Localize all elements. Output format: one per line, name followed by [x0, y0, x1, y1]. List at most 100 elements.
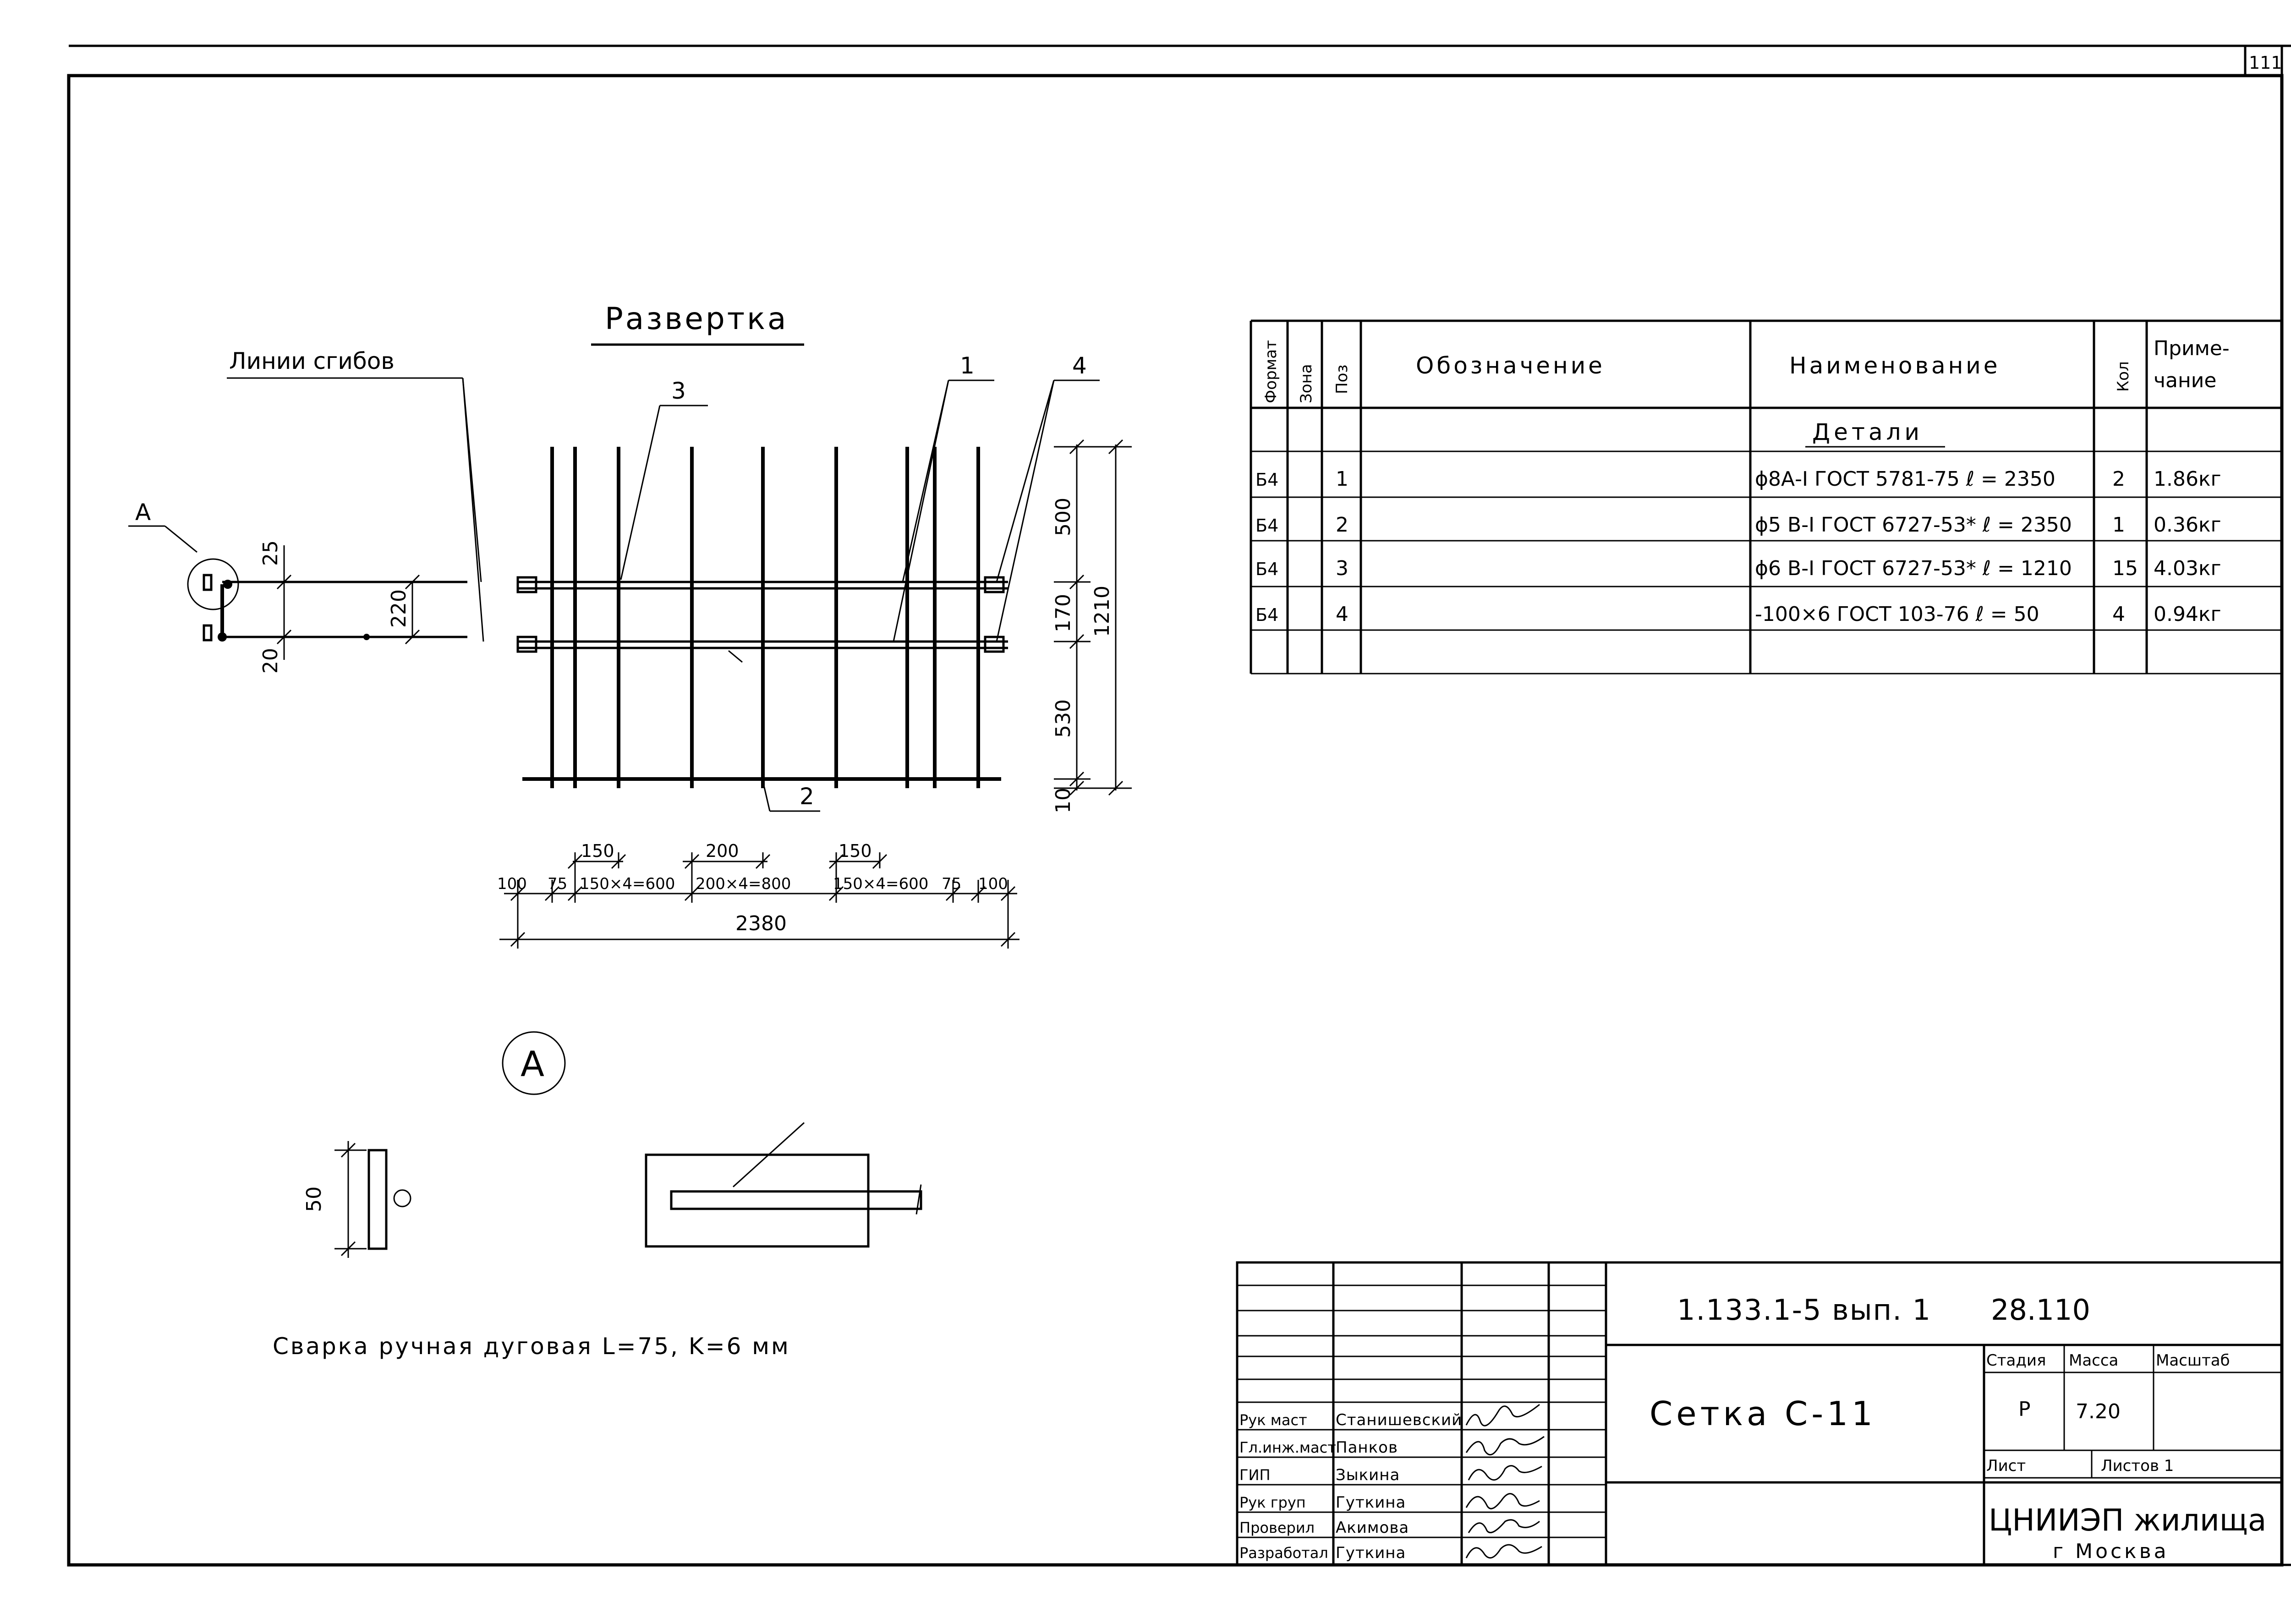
- dim-100-left: 100: [497, 875, 527, 893]
- dim-170: 170: [1052, 594, 1075, 632]
- fold-lines-label: Линии сгибов: [229, 348, 395, 374]
- dim-530: 530: [1052, 699, 1075, 738]
- dim-150x4-right: 150×4=600: [833, 875, 928, 893]
- signature: [1465, 1436, 1545, 1456]
- sheets-label: Листов 1: [2101, 1457, 2174, 1475]
- callout-1: 1: [960, 352, 975, 379]
- header-note-2: чание: [2154, 369, 2216, 392]
- dim-75-left: 75: [548, 875, 567, 893]
- callout-4: 4: [1072, 352, 1087, 379]
- mass-header: Масса: [2069, 1351, 2118, 1370]
- staff-role: ГИП: [1239, 1466, 1271, 1484]
- header-zone: Зона: [1297, 364, 1315, 403]
- header-designation: Обозначение: [1416, 352, 1605, 379]
- row-note: 1.86кг: [2154, 467, 2221, 491]
- dim-20: 20: [259, 648, 282, 674]
- row-name: ϕ5 В-I ГОСТ 6727-53* ℓ = 2350: [1755, 513, 2072, 537]
- row-note: 0.94кг: [2154, 603, 2221, 626]
- staff-name: Гуткина: [1336, 1544, 1406, 1562]
- row-pos: 4: [1336, 603, 1348, 626]
- staff-name: Гуткина: [1336, 1493, 1406, 1512]
- signature: [1468, 1519, 1540, 1533]
- organization: ЦНИИЭП жилища: [1989, 1503, 2266, 1538]
- object-name: Сетка С-11: [1650, 1394, 1876, 1433]
- spec-table: Формат Зона Поз Обозначение Наименование…: [1250, 319, 2282, 675]
- row-format: Б4: [1255, 559, 1278, 579]
- signature: [1465, 1404, 1540, 1426]
- dim-2380: 2380: [735, 912, 787, 935]
- row-format: Б4: [1255, 470, 1278, 490]
- drawing-title: Развертка: [605, 301, 789, 336]
- dim-150-b: 150: [839, 841, 872, 861]
- section-title: Детали: [1812, 419, 1923, 445]
- dim-220: 220: [387, 589, 411, 628]
- scale-header: Масштаб: [2156, 1351, 2230, 1370]
- row-name: -100×6 ГОСТ 103-76 ℓ = 50: [1755, 603, 2039, 626]
- header-name: Наименование: [1789, 352, 2001, 379]
- detail-dim-50: 50: [302, 1186, 326, 1212]
- plate: [984, 636, 1005, 653]
- row-qty: 1: [2112, 513, 2125, 537]
- title-block: 1.133.1-5 вып. 1 28.110 Сетка С-11 Стади…: [1236, 1261, 2283, 1566]
- row-qty: 15: [2112, 557, 2138, 580]
- row-note: 4.03кг: [2154, 557, 2221, 580]
- dim-150-a: 150: [581, 841, 614, 861]
- detail-a: А 50: [302, 1031, 922, 1258]
- plate: [984, 576, 1005, 593]
- staff-name: Панков: [1336, 1438, 1398, 1457]
- row-name: ϕ6 В-I ГОСТ 6727-53* ℓ = 1210: [1755, 557, 2072, 580]
- staff-name: Зыкина: [1336, 1466, 1400, 1484]
- callout-3: 3: [671, 378, 686, 404]
- header-qty: Кол: [2114, 361, 2132, 392]
- row-qty: 2: [2112, 467, 2125, 491]
- dim-100-right: 100: [978, 875, 1008, 893]
- staff-role: Проверил: [1239, 1519, 1315, 1536]
- vertical-dimensions: 500 170 530 10 1210: [1052, 439, 1132, 813]
- plate: [516, 636, 537, 653]
- staff-name: Акимова: [1336, 1519, 1409, 1537]
- page-code: 28.110: [1991, 1293, 2090, 1327]
- mass-value: 7.20: [2076, 1400, 2121, 1423]
- staff-role: Рук маст: [1239, 1411, 1307, 1429]
- dim-200x4: 200×4=800: [696, 875, 791, 893]
- signature: [1465, 1544, 1542, 1559]
- signature: [1468, 1465, 1542, 1481]
- section-view: А 25 220 20: [128, 499, 467, 674]
- dim-200: 200: [706, 841, 739, 861]
- row-pos: 2: [1336, 513, 1348, 537]
- staff-role: Рук груп: [1239, 1494, 1306, 1511]
- detail-marker: А: [135, 499, 151, 526]
- callouts: 3 1 4 2: [620, 352, 1100, 812]
- stage-value: Р: [2018, 1398, 2031, 1421]
- dim-75-right: 75: [942, 875, 961, 893]
- header-format: Формат: [1262, 340, 1280, 403]
- mesh-unfolded: [516, 447, 1008, 788]
- row-name: ϕ8А-I ГОСТ 5781-75 ℓ = 2350: [1755, 467, 2055, 491]
- header-pos: Поз: [1333, 365, 1351, 394]
- dim-1210: 1210: [1091, 586, 1114, 637]
- horizontal-dimensions: 150 200 150 100 75 150×4=600 200×4=800 1…: [497, 841, 1019, 949]
- row-format: Б4: [1255, 605, 1278, 625]
- sheet-number: 111: [2249, 53, 2282, 73]
- fold-leader-2: [462, 378, 484, 642]
- row-qty: 4: [2112, 603, 2125, 626]
- staff-role: Гл.инж.маст: [1239, 1439, 1336, 1456]
- callout-2: 2: [800, 783, 814, 810]
- doc-code: 1.133.1-5 вып. 1: [1677, 1293, 1931, 1327]
- dim-25: 25: [259, 540, 282, 566]
- row-pos: 1: [1336, 467, 1348, 491]
- row-pos: 3: [1336, 557, 1348, 580]
- city: г Москва: [2053, 1540, 2169, 1563]
- stage-header: Стадия: [1986, 1351, 2046, 1370]
- detail-a-label: А: [521, 1043, 544, 1084]
- dim-500: 500: [1052, 498, 1075, 536]
- sheet-label: Лист: [1986, 1457, 2026, 1475]
- staff-role: Разработал: [1239, 1544, 1328, 1562]
- signatures: [1465, 1404, 1545, 1559]
- row-format: Б4: [1255, 516, 1278, 536]
- detail-circle-a: [187, 558, 239, 610]
- dim-10: 10: [1052, 788, 1075, 813]
